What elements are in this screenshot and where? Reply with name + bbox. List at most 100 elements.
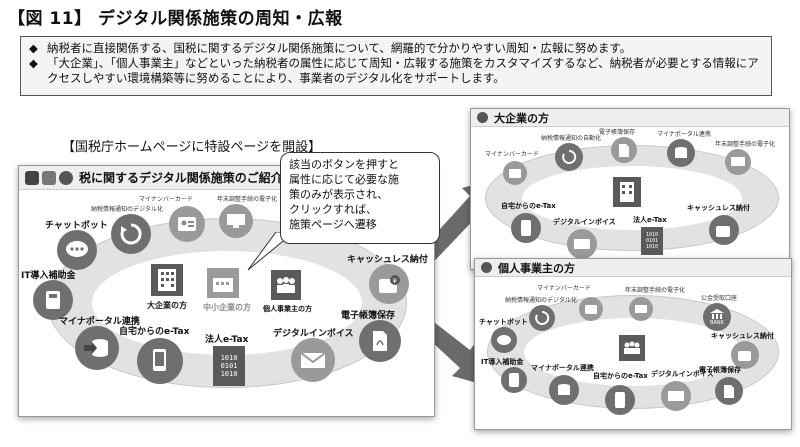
mynumber-button[interactable] — [579, 297, 603, 321]
individual-button[interactable] — [271, 270, 301, 300]
cashless-button[interactable] — [709, 215, 739, 245]
etax-home-button[interactable] — [137, 338, 183, 384]
corp-etax-label: 法人e-Tax — [633, 216, 667, 224]
wallet-yen-icon — [738, 351, 751, 361]
mynaportal-label: マイナポータル連携 — [531, 364, 594, 372]
mynumber-label: マイナンバーカード — [139, 196, 193, 203]
notice-button[interactable] — [529, 305, 555, 331]
pdf-document-icon — [373, 331, 387, 351]
chatbot-label: チャットボット — [479, 318, 528, 326]
mynumber-label: マイナンバーカード — [485, 151, 539, 158]
callout-bubble: 該当のボタンを押すと 属性に応じて必要な施 策のみが表示され、 クリックすれば、… — [280, 152, 440, 244]
yearend-label: 年末調整手続の電子化 — [217, 196, 278, 203]
cashless-label: キャッシュレス納付 — [711, 332, 774, 340]
large-company-panel: 大企業の方 マイナンバーカード 納税情報通知の自動化 電子帳簿保存 マイナポータ… — [470, 108, 790, 270]
mynumber-button[interactable] — [169, 206, 205, 242]
bullet-text: 「大企業」、「個人事業主」などといった納税者の属性に応じて周知・広報する施策をカ… — [47, 56, 759, 85]
ebook-button[interactable] — [359, 320, 401, 362]
invoice-button[interactable] — [661, 381, 691, 411]
info-icon — [477, 112, 488, 123]
individual-panel-title: 個人事業主の方 — [498, 261, 575, 275]
refresh-icon — [535, 310, 550, 325]
it-subsidy-button[interactable] — [33, 280, 73, 320]
large-company-button[interactable] — [151, 264, 183, 296]
large-company-button[interactable] — [613, 177, 641, 207]
callout-line: 属性に応じて必要な施 — [289, 173, 399, 186]
pdf-document-icon — [724, 384, 734, 398]
it-subsidy-label: IT導入補助金 — [21, 271, 76, 281]
mynumber-label: マイナンバーカード — [537, 285, 591, 292]
ebook-button[interactable] — [611, 137, 637, 163]
mynaportal-label: マイナポータル連携 — [657, 131, 711, 138]
notice-button[interactable] — [555, 143, 583, 171]
cashless-button[interactable]: ¥ — [369, 264, 409, 304]
chatbot-button[interactable] — [57, 230, 97, 270]
individual-button[interactable] — [619, 335, 645, 361]
mynaportal-button[interactable] — [549, 375, 579, 405]
sme-button[interactable] — [207, 268, 239, 298]
large-panel-header: 大企業の方 — [471, 109, 789, 127]
sme-label: 中小企業の方 — [203, 303, 251, 312]
invoice-label: デジタルインボイス — [553, 218, 616, 226]
chatbot-button[interactable] — [491, 327, 517, 353]
id-card-icon — [509, 168, 521, 178]
ebook-label: 電子帳簿保存 — [341, 311, 396, 321]
ebook-button[interactable] — [715, 377, 743, 405]
corp-etax-label: 法人e-Tax — [205, 335, 249, 345]
pdf-document-icon — [619, 143, 629, 157]
database-arrow-icon — [84, 339, 108, 357]
people-icon — [277, 277, 295, 293]
mynumber-button[interactable] — [503, 161, 527, 185]
etax-home-button[interactable] — [605, 385, 635, 415]
chat-bubble-icon — [66, 241, 88, 257]
envelope-icon — [668, 391, 684, 401]
factory-icon — [213, 278, 233, 292]
info-icon[interactable] — [59, 170, 73, 185]
database-icon — [558, 384, 570, 395]
summary-bullet: ◆ 納税者に直接関係する、国税に関するデジタル関係施策について、網羅的で分かりや… — [29, 41, 763, 56]
chatbot-label: チャットボット — [45, 221, 108, 231]
notice-label: 納税情報通知の自動化 — [541, 135, 602, 142]
yearend-button[interactable] — [219, 204, 253, 238]
people-icon — [624, 341, 640, 354]
mynaportal-button[interactable] — [75, 326, 119, 370]
mynaportal-button[interactable] — [667, 139, 695, 167]
it-subsidy-button[interactable] — [501, 367, 527, 393]
yearend-label: 年末調整手続の電子化 — [625, 287, 686, 294]
card-reader-icon — [46, 291, 60, 309]
public-fund-button[interactable]: BANK — [703, 303, 731, 331]
smartphone-icon — [521, 220, 531, 236]
page-icon[interactable] — [42, 170, 56, 185]
mynaportal-label: マイナポータル連携 — [59, 317, 140, 327]
home-icon[interactable] — [25, 170, 39, 185]
yearend-button[interactable] — [629, 297, 653, 321]
invoice-button[interactable] — [291, 338, 335, 382]
monitor-icon — [731, 157, 745, 166]
yearend-button[interactable] — [725, 149, 751, 175]
refresh-icon — [562, 149, 577, 164]
bullet-marker: ◆ — [29, 56, 38, 70]
yearend-label: 年末調整手続の電子化 — [715, 141, 776, 148]
corp-etax-button[interactable]: 1010 0101 1010 — [213, 346, 245, 386]
corp-etax-button[interactable]: 1010 0101 1010 — [641, 227, 663, 255]
wallet-yen-icon — [716, 226, 730, 237]
large-panel-title: 大企業の方 — [494, 111, 549, 125]
main-panel-title: 税に関するデジタル関係施策のご紹介 — [79, 171, 283, 185]
monitor-icon — [635, 305, 647, 313]
cashless-button[interactable] — [731, 341, 759, 369]
invoice-button[interactable] — [567, 229, 597, 259]
refresh-icon — [120, 223, 142, 245]
large-company-label: 大企業の方 — [147, 301, 187, 310]
callout-line: 施策ページへ遷移 — [289, 218, 377, 231]
building-icon — [158, 269, 176, 291]
smartphone-icon — [615, 392, 625, 408]
notice-button[interactable] — [111, 214, 151, 254]
etax-home-button[interactable] — [511, 213, 541, 243]
wallet-yen-icon: ¥ — [379, 275, 400, 293]
it-subsidy-label: IT導入補助金 — [481, 358, 524, 366]
database-icon — [675, 147, 687, 158]
notice-label: 納税情報通知のデジタル化 — [91, 206, 163, 213]
figure-title: 【図 11】 デジタル関係施策の周知・広報 — [8, 9, 343, 29]
summary-box: ◆ 納税者に直接関係する、国税に関するデジタル関係施策について、網羅的で分かりや… — [20, 36, 772, 96]
bank-icon — [710, 309, 724, 319]
